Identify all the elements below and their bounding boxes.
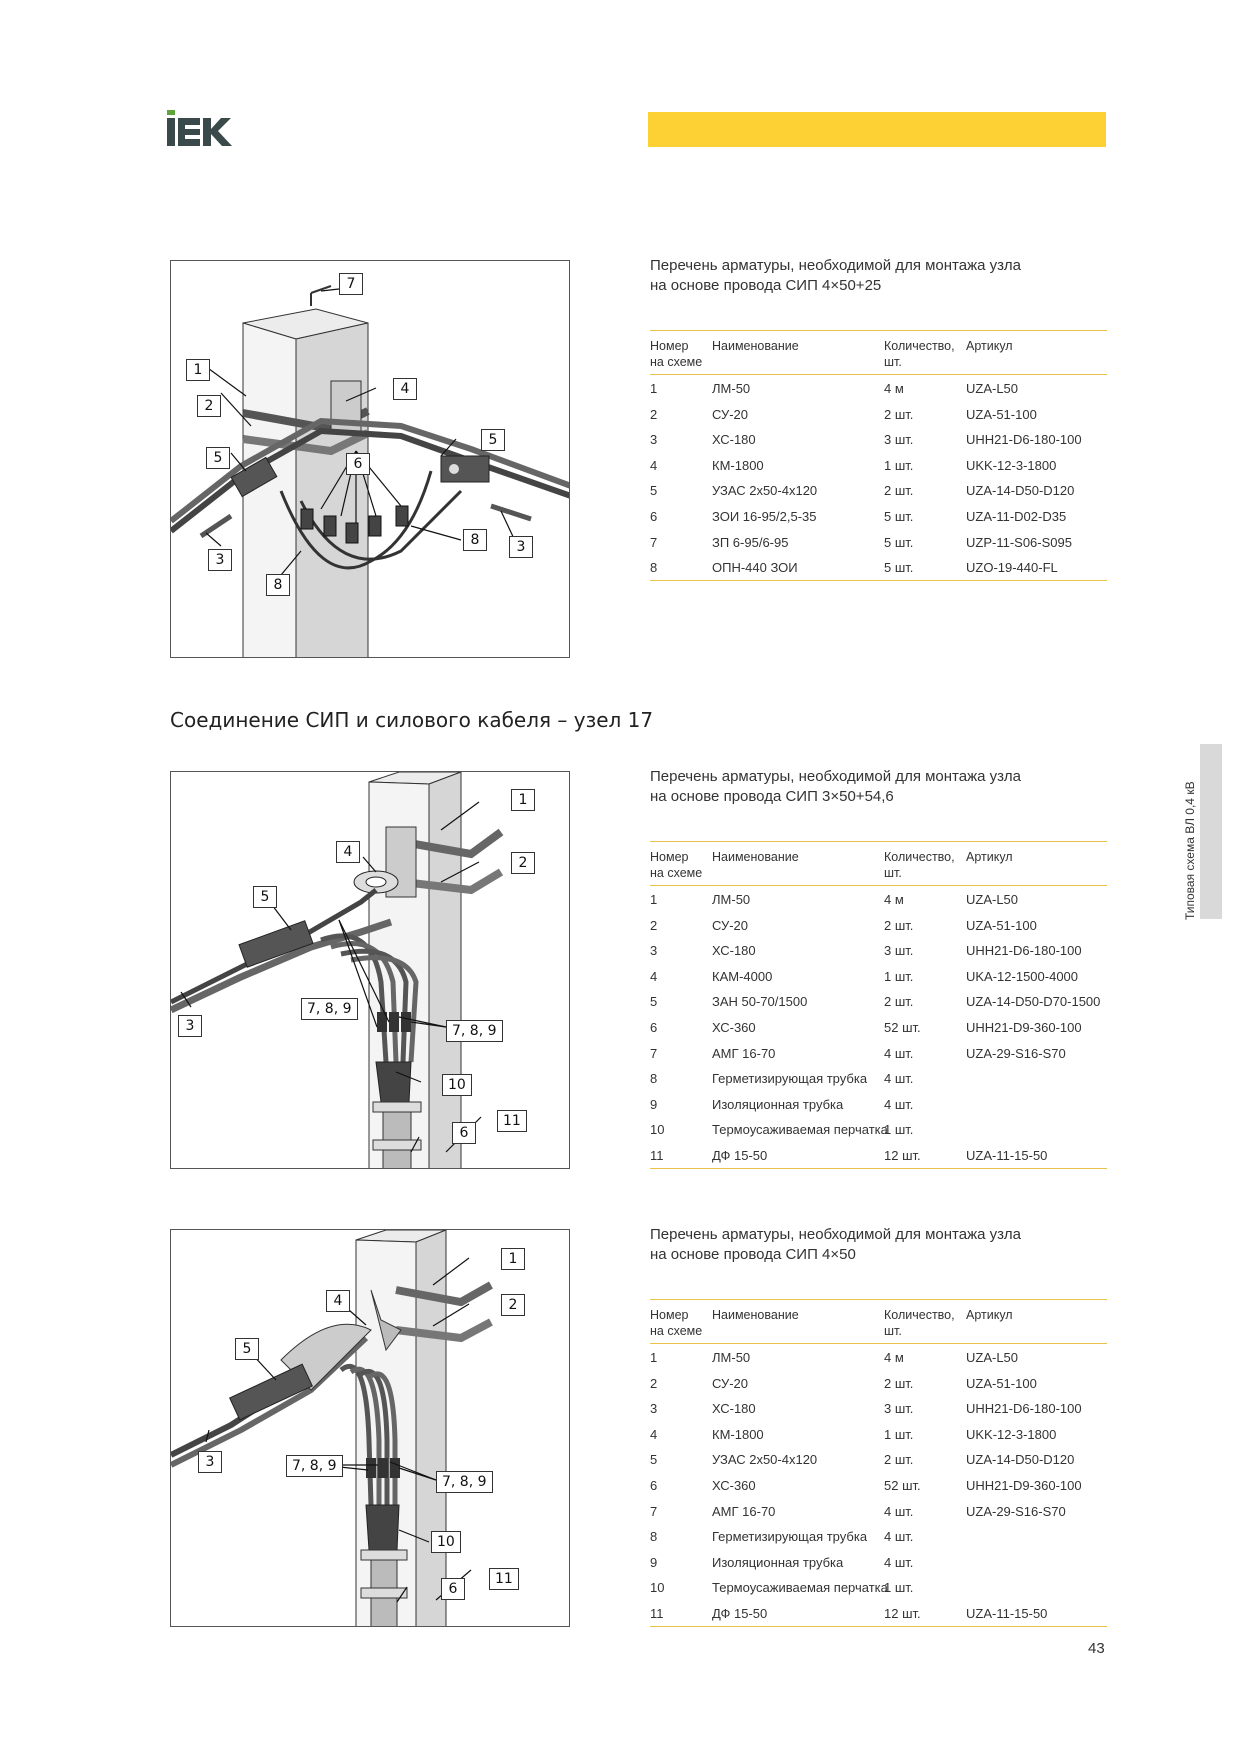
page-number: 43 bbox=[1088, 1640, 1105, 1657]
callout-5: 5 bbox=[481, 429, 505, 451]
callout-7-8-9: 7, 8, 9 bbox=[446, 1020, 503, 1042]
callout-6: 6 bbox=[441, 1578, 465, 1600]
callout-7-8-9: 7, 8, 9 bbox=[286, 1455, 343, 1477]
parts-list-1: Перечень арматуры, необходимой для монта… bbox=[650, 256, 1107, 581]
callout-8: 8 bbox=[266, 574, 290, 596]
pole-diagram-3 bbox=[171, 1230, 493, 1626]
pole-diagram-2 bbox=[171, 772, 504, 1168]
callout-5: 5 bbox=[206, 447, 230, 469]
callout-2: 2 bbox=[197, 395, 221, 417]
callout-4: 4 bbox=[336, 841, 360, 863]
callout-5: 5 bbox=[253, 886, 277, 908]
callout-3: 3 bbox=[208, 549, 232, 571]
callout-7-8-9: 7, 8, 9 bbox=[301, 998, 358, 1020]
callout-1: 1 bbox=[501, 1248, 525, 1270]
figure-node-scheme-3: 1 4 2 5 3 7, 8, 9 7, 8, 9 10 11 6 bbox=[170, 1229, 570, 1627]
callout-3: 3 bbox=[178, 1015, 202, 1037]
side-tab-label: Типовая схема ВЛ 0,4 кВ bbox=[1183, 781, 1197, 920]
callout-11: 11 bbox=[497, 1110, 527, 1132]
parts-list-2: Перечень арматуры, необходимой для монта… bbox=[650, 767, 1107, 1169]
parts-list-title: Перечень арматуры, необходимой для монта… bbox=[650, 768, 1021, 805]
callout-6: 6 bbox=[346, 453, 370, 475]
callout-1: 1 bbox=[511, 789, 535, 811]
callout-2: 2 bbox=[501, 1294, 525, 1316]
callout-3: 3 bbox=[198, 1451, 222, 1473]
parts-list-3: Перечень арматуры, необходимой для монта… bbox=[650, 1225, 1107, 1627]
callout-3: 3 bbox=[509, 536, 533, 558]
section-title: Соединение СИП и силового кабеля – узел … bbox=[170, 708, 654, 732]
callout-1: 1 bbox=[186, 359, 210, 381]
callout-11: 11 bbox=[489, 1568, 519, 1590]
callout-4: 4 bbox=[393, 378, 417, 400]
callout-7: 7 bbox=[339, 273, 363, 295]
side-tab bbox=[1200, 744, 1222, 919]
callout-10: 10 bbox=[431, 1531, 461, 1553]
pole-diagram-1 bbox=[171, 285, 569, 657]
callout-10: 10 bbox=[442, 1074, 472, 1096]
callout-5: 5 bbox=[235, 1338, 259, 1360]
header-accent-bar bbox=[648, 112, 1106, 147]
callout-8: 8 bbox=[463, 529, 487, 551]
parts-list-title: Перечень арматуры, необходимой для монта… bbox=[650, 257, 1021, 294]
callout-2: 2 bbox=[511, 852, 535, 874]
figure-node-scheme-2: 1 4 2 5 7, 8, 9 3 7, 8, 9 10 11 6 bbox=[170, 771, 570, 1169]
figure-node-scheme-1: 7 1 4 2 5 5 6 3 8 3 8 bbox=[170, 260, 570, 658]
callout-4: 4 bbox=[326, 1290, 350, 1312]
parts-list-title: Перечень арматуры, необходимой для монта… bbox=[650, 1226, 1021, 1263]
callout-7-8-9: 7, 8, 9 bbox=[436, 1471, 493, 1493]
iek-logo bbox=[167, 110, 232, 146]
callout-6: 6 bbox=[452, 1122, 476, 1144]
